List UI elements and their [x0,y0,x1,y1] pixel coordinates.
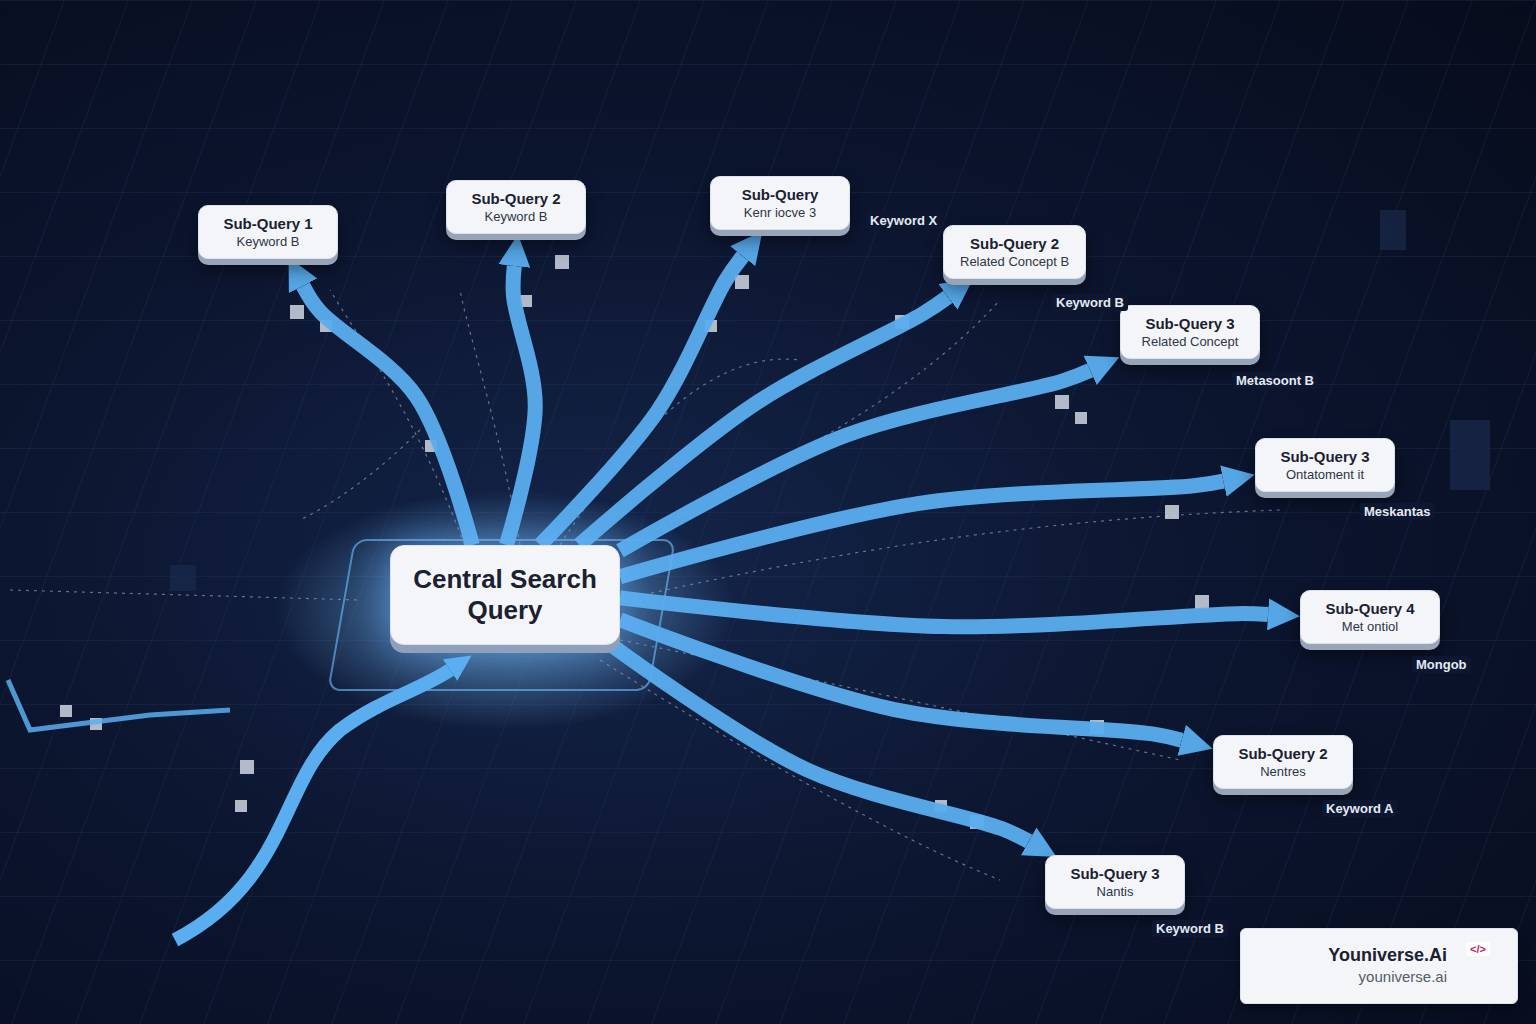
box-subtitle: Ontatoment it [1272,466,1378,483]
box-title: Sub-Query 2 [463,189,569,208]
box-title: Sub-Query 3 [1137,314,1243,333]
data-cubes [60,255,1209,829]
brand-badge: Youniverse.Aiyouniverse.ai [1240,928,1518,1004]
sub-query-box: Sub-Query 3Nantis [1045,855,1185,909]
keyword-tag: Keyword B [1152,920,1228,937]
box-subtitle: Keyword B [463,208,569,225]
box-subtitle: Related Concept [1137,333,1243,350]
box-title: Sub-Query 4 [1317,599,1423,618]
box-title: Sub-Query 2 [960,234,1069,253]
box-subtitle: youniverse.ai [1257,967,1447,987]
sub-query-box: Sub-Query 2Keyword B [446,180,586,234]
dotted-links [10,290,1280,880]
incoming-stream [8,680,230,730]
box-title: Youniverse.Ai [1257,943,1447,967]
box-subtitle: Kenr iocve 3 [727,204,833,221]
box-title: Sub-Query 3 [1062,864,1168,883]
sub-query-box: Sub-Query 2Related Concept B [943,225,1086,279]
sub-query-box: Sub-Query 3Ontatoment it [1255,438,1395,492]
box-title: Sub-Query 1 [215,214,321,233]
background-blocks [170,210,1490,591]
box-subtitle: Related Concept B [960,253,1069,270]
box-title: Central Search Query [407,564,603,626]
keyword-tag: Meskantas [1360,503,1434,520]
flow-arrow [611,645,1028,841]
sub-query-box: Sub-Query 4Met ontiol [1300,590,1440,644]
flow-arrow [620,370,1090,551]
box-subtitle: Nantis [1062,883,1168,900]
sub-query-box: Sub-QueryKenr iocve 3 [710,176,850,230]
sub-query-box: Sub-Query 2Nentres [1213,735,1353,789]
flow-arrow [506,266,535,545]
keyword-tag: Keyword A [1322,800,1397,817]
flow-arrow [620,620,1182,741]
keyword-tag: Metasoont B [1232,372,1318,389]
flow-arrow [620,598,1268,627]
keyword-tag: Keyword X [866,212,941,229]
box-title: Sub-Query [727,185,833,204]
flow-arrow [620,481,1223,577]
flow-arrow [303,286,472,545]
box-title: Sub-Query 2 [1230,744,1336,763]
sub-query-box: Sub-Query 3Related Concept [1120,305,1260,359]
logo-mark: </> [1466,942,1490,956]
box-subtitle: Met ontiol [1317,618,1423,635]
central-query-box: Central Search Query [390,545,620,645]
keyword-tag: Mongob [1412,656,1471,673]
sub-query-box: Sub-Query 1Keyword B [198,205,338,259]
box-subtitle: Nentres [1230,763,1336,780]
keyword-tag: Keyword B [1052,294,1128,311]
box-title: Sub-Query 3 [1272,447,1378,466]
box-subtitle: Keyword B [215,233,321,250]
